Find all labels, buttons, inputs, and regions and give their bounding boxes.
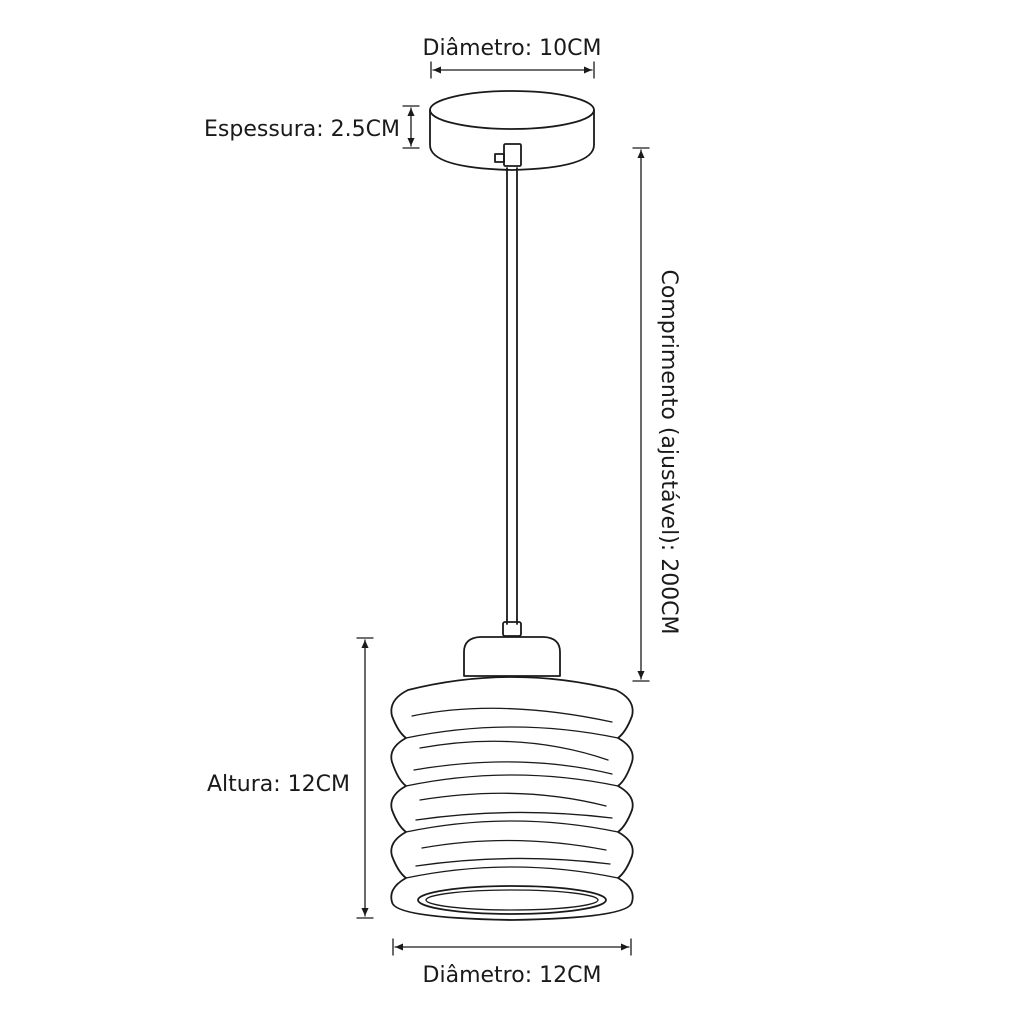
dimension-shade-height: Altura: 12CM: [207, 637, 374, 919]
lamp-shade: [390, 676, 634, 921]
canopy: [429, 90, 595, 171]
shade-height-label: Altura: 12CM: [207, 772, 350, 797]
dimension-canopy-thickness: Espessura: 2.5CM: [204, 105, 420, 149]
shade-diameter-label: Diâmetro: 12CM: [423, 963, 602, 988]
dimension-cable-length: Comprimento (ajustável): 200CM: [632, 147, 681, 682]
cable: [506, 167, 518, 625]
canopy-thickness-label: Espessura: 2.5CM: [204, 117, 400, 142]
dimension-canopy-diameter: Diâmetro: 10CM: [423, 36, 602, 79]
lamp-holder: [463, 621, 561, 677]
canopy-diameter-label: Diâmetro: 10CM: [423, 36, 602, 61]
cable-length-label: Comprimento (ajustável): 200CM: [656, 269, 681, 634]
dimension-shade-diameter: Diâmetro: 12CM: [392, 938, 632, 988]
